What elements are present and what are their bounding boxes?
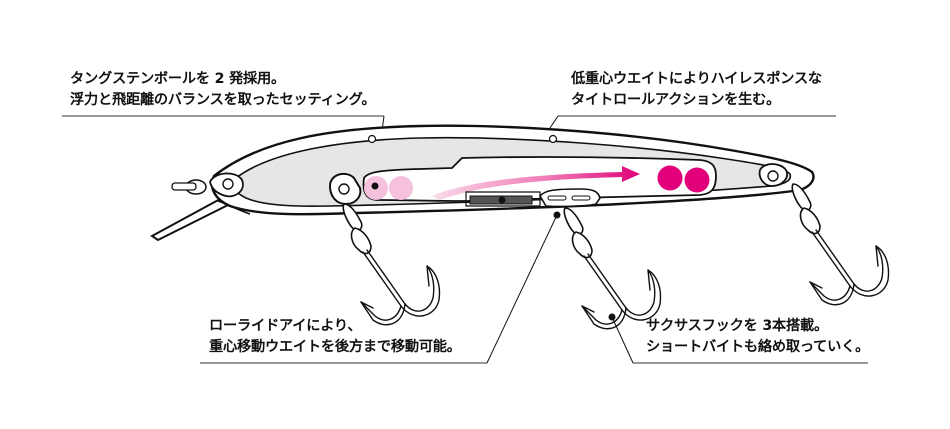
hook-stroke <box>809 281 855 306</box>
hook-stroke <box>587 253 627 309</box>
rivet-top-front <box>548 134 558 144</box>
hook-stroke <box>581 305 627 330</box>
callout-loweye-line2: 重心移動ウエイトを後方まで移動可能。 <box>209 339 461 355</box>
belly-eye-bracket <box>539 188 601 208</box>
hook-stroke <box>849 245 890 297</box>
callout-tungsten-line1: タングステンボールを 2 発採用。 <box>70 71 285 87</box>
callout-tungsten: タングステンボールを 2 発採用。 浮力と飛距離のバランスを取ったセッティング。 <box>70 69 376 111</box>
hook-stroke <box>342 203 363 232</box>
hook-stroke <box>350 227 372 255</box>
hook-rear <box>342 203 441 326</box>
callout-cog-line1: 低重心ウエイトによりハイレスポンスな <box>571 71 822 87</box>
hook-stroke <box>366 249 406 305</box>
callout-rules <box>62 115 868 364</box>
callout-cog-line2: タイトロールアクションを生む。 <box>571 92 781 108</box>
hook-stroke <box>811 231 851 287</box>
callout-hooks-line1: サクサスフックを 3本搭載。 <box>646 318 828 334</box>
dot-tungsten <box>371 182 379 190</box>
callout-tungsten-line2: 浮力と飛距離のバランスを取ったセッティング。 <box>70 92 376 108</box>
hook-stroke <box>362 251 402 307</box>
hook-middle <box>563 207 662 330</box>
hook-stroke <box>571 231 593 259</box>
rivet-top-rear <box>367 134 377 144</box>
leader-hooks <box>611 316 634 364</box>
weight-motion-arrow <box>432 166 640 200</box>
hook-stroke <box>583 255 623 311</box>
dot-loweye <box>553 211 561 219</box>
callout-hooks-line2: ショートバイトも絡め取っていく。 <box>646 339 870 355</box>
hook-stroke <box>809 281 851 301</box>
line-tie <box>171 172 244 198</box>
callout-low-ride-eye: ローライドアイにより、 重心移動ウエイトを後方まで移動可能。 <box>209 316 461 358</box>
hook-stroke <box>815 229 855 285</box>
leader-loweye <box>486 214 558 364</box>
hook-stroke <box>625 269 656 316</box>
tail-eye <box>758 163 788 187</box>
hook-stroke <box>621 269 662 321</box>
hook-stroke <box>360 301 402 321</box>
tungsten-ball-2 <box>684 167 710 193</box>
callout-dots <box>371 182 616 321</box>
treble-hooks <box>342 183 890 330</box>
low-ride-eye <box>328 172 362 206</box>
hook-stroke <box>581 305 623 325</box>
callout-center-of-gravity: 低重心ウエイトによりハイレスポンスな タイトロールアクションを生む。 <box>571 69 822 111</box>
hook-stroke <box>791 183 812 212</box>
hook-stroke <box>400 265 441 317</box>
tungsten-ball-1 <box>657 165 683 191</box>
dot-hooks <box>608 313 616 321</box>
ghost-ball-2 <box>389 176 413 200</box>
diving-lip <box>150 196 235 242</box>
hook-stroke <box>853 245 884 292</box>
hook-stroke <box>799 207 821 235</box>
callout-hooks: サクサスフックを 3本搭載。 ショートバイトも絡め取っていく。 <box>646 316 869 358</box>
hook-stroke <box>360 301 406 326</box>
hook-stroke <box>404 265 435 312</box>
dot-cog <box>498 196 506 204</box>
hook-front <box>791 183 890 306</box>
callout-loweye-line1: ローライドアイにより、 <box>209 318 362 334</box>
hook-stroke <box>563 207 584 236</box>
